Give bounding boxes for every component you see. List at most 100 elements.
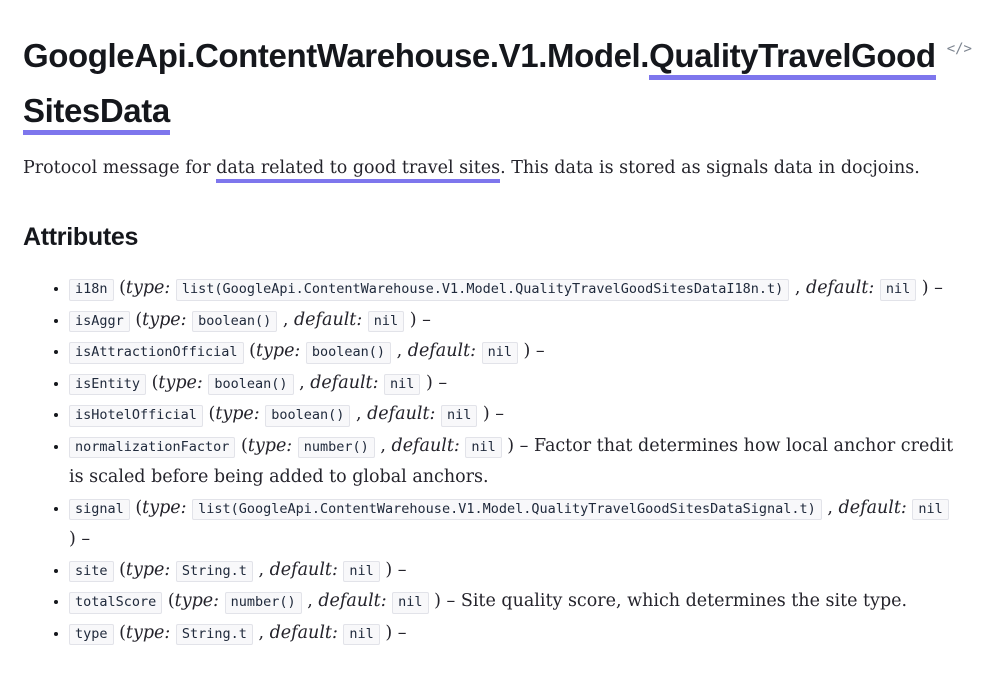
paren-open: ( <box>129 497 143 518</box>
paren-open: ( <box>129 309 143 330</box>
attribute-item: isAggr (type: boolean() , default: nil )… <box>69 305 960 337</box>
paren-open: ( <box>113 278 126 299</box>
default-label: default: <box>269 559 344 580</box>
paren-close: ) <box>420 372 439 393</box>
attribute-type-code: number() <box>297 436 375 459</box>
attributes-heading: Attributes <box>23 223 139 252</box>
attribute-item: isAttractionOfficial (type: boolean() , … <box>69 336 960 368</box>
attribute-default-code: nil <box>343 560 380 583</box>
attribute-name-code: site <box>69 560 114 583</box>
type-label: type: <box>174 591 225 612</box>
comma-separator: , <box>293 372 311 393</box>
attribute-item: isHotelOfficial (type: boolean() , defau… <box>69 399 960 431</box>
type-label: type: <box>125 278 176 299</box>
default-label: default: <box>269 622 344 643</box>
comma-separator: , <box>252 622 270 643</box>
attribute-type-code: String.t <box>175 623 253 646</box>
attribute-type-code: list(GoogleApi.ContentWarehouse.V1.Model… <box>192 498 822 521</box>
paren-open: ( <box>113 559 126 580</box>
paren-open: ( <box>162 591 175 612</box>
dash: – <box>535 341 545 362</box>
attribute-default-code: nil <box>384 373 421 396</box>
attribute-name-code: isHotelOfficial <box>69 405 203 427</box>
dash: – <box>446 591 456 612</box>
attribute-default-code: nil <box>465 436 502 459</box>
paren-open: ( <box>146 372 159 393</box>
default-label: default: <box>407 341 482 362</box>
attribute-type-code: boolean() <box>265 405 351 427</box>
attribute-default-code: nil <box>367 310 405 333</box>
dash: – <box>397 559 407 580</box>
comma-separator: , <box>301 591 319 612</box>
view-source-icon[interactable]: </> <box>946 41 972 57</box>
paren-open: ( <box>113 622 126 643</box>
attribute-type-code: boolean() <box>208 373 294 396</box>
attribute-name-code: isEntity <box>69 373 147 396</box>
comma-separator: , <box>821 497 839 518</box>
attribute-default-code: nil <box>879 279 917 301</box>
attributes-list: i18n (type: list(GoogleApi.ContentWareho… <box>23 273 960 649</box>
summary-prefix: Protocol message for <box>23 158 217 178</box>
page-title-link[interactable]: QualityTravelGoodSitesData <box>23 37 936 135</box>
attribute-default-code: nil <box>912 498 949 521</box>
paren-close: ) <box>379 559 398 580</box>
page-title: GoogleApi.ContentWarehouse.V1.Model.Qual… <box>23 28 945 138</box>
type-label: type: <box>142 309 193 330</box>
default-label: default: <box>318 591 393 612</box>
comma-separator: , <box>374 435 392 456</box>
attribute-name-code: signal <box>69 498 130 521</box>
paren-close: ) <box>517 341 536 362</box>
attribute-name-code: i18n <box>69 279 114 301</box>
attribute-type-code: boolean() <box>305 342 392 364</box>
attribute-item: type (type: String.t , default: nil ) – <box>69 618 960 650</box>
paren-close: ) <box>404 309 423 330</box>
paren-open: ( <box>243 341 256 362</box>
type-label: type: <box>125 622 176 643</box>
default-label: default: <box>806 278 880 299</box>
attribute-default-code: nil <box>481 342 518 364</box>
default-label: default: <box>293 309 368 330</box>
summary-link[interactable]: data related to good travel sites <box>216 158 501 183</box>
default-label: default: <box>310 372 385 393</box>
attribute-item: isEntity (type: boolean() , default: nil… <box>69 368 960 400</box>
comma-separator: , <box>391 341 408 362</box>
attribute-description: Site quality score, which determines the… <box>455 591 908 612</box>
default-label: default: <box>367 404 441 425</box>
dash: – <box>495 404 505 425</box>
paren-close: ) <box>379 622 398 643</box>
summary-suffix: . This data is stored as signals data in… <box>500 158 920 178</box>
paren-open: ( <box>202 404 216 425</box>
page-title-prefix: GoogleApi.ContentWarehouse.V1.Model. <box>23 37 650 74</box>
attribute-type-code: list(GoogleApi.ContentWarehouse.V1.Model… <box>175 279 790 301</box>
comma-separator: , <box>277 309 294 330</box>
attribute-default-code: nil <box>343 623 380 646</box>
paren-open: ( <box>235 435 248 456</box>
dash: – <box>81 529 91 550</box>
attribute-name-code: type <box>69 623 114 646</box>
comma-separator: , <box>252 559 270 580</box>
attribute-item: site (type: String.t , default: nil ) – <box>69 555 960 587</box>
type-label: type: <box>142 497 193 518</box>
attribute-item: i18n (type: list(GoogleApi.ContentWareho… <box>69 273 960 305</box>
dash: – <box>397 622 407 643</box>
dash: – <box>934 278 943 299</box>
attribute-name-code: normalizationFactor <box>69 436 236 459</box>
attribute-type-code: number() <box>224 592 302 614</box>
attribute-item: totalScore (type: number() , default: ni… <box>69 586 960 618</box>
attribute-type-code: String.t <box>175 560 253 583</box>
attribute-default-code: nil <box>440 405 478 427</box>
default-label: default: <box>391 435 466 456</box>
attribute-item: signal (type: list(GoogleApi.ContentWare… <box>69 493 960 555</box>
type-label: type: <box>125 559 176 580</box>
attribute-default-code: nil <box>392 592 429 614</box>
paren-close: ) <box>501 435 520 456</box>
type-label: type: <box>255 341 306 362</box>
type-label: type: <box>215 404 266 425</box>
dash: – <box>519 435 529 456</box>
comma-separator: , <box>350 404 368 425</box>
attribute-type-code: boolean() <box>192 310 278 333</box>
attribute-name-code: totalScore <box>69 592 163 614</box>
paren-close: ) <box>916 278 935 299</box>
attribute-description: Factor that determines how local anchor … <box>69 435 954 488</box>
